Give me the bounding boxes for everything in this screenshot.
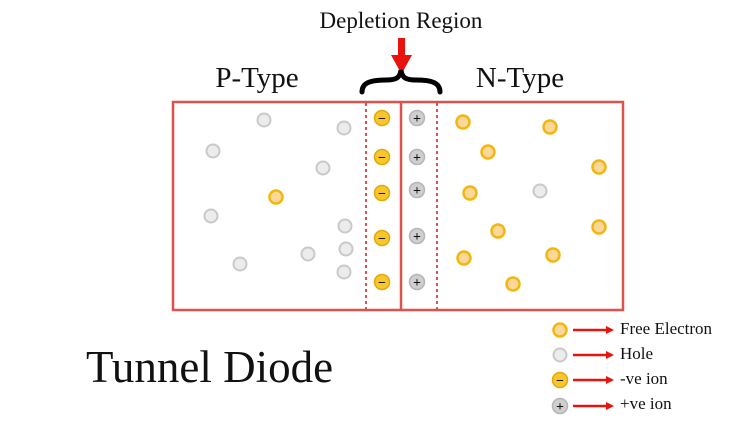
negative-ion: −	[373, 229, 391, 247]
depletion-brace	[359, 69, 443, 95]
svg-text:−: −	[378, 232, 386, 247]
legend-label: +ve ion	[620, 394, 672, 413]
depletion-region-label: Depletion Region	[320, 8, 483, 33]
positive-ion: +	[408, 181, 426, 199]
free-electron	[545, 247, 561, 263]
hole-icon	[552, 347, 568, 363]
svg-text:−: −	[378, 112, 386, 127]
hole	[205, 143, 221, 159]
hole	[337, 218, 353, 234]
legend-item-pos-ion: + +ve ion	[551, 394, 672, 415]
positive-ion-icon	[551, 397, 569, 415]
svg-text:−: −	[378, 276, 386, 291]
electron-icon	[552, 322, 568, 338]
legend-item-neg-ion: − -ve ion	[551, 369, 668, 389]
p-region	[203, 112, 354, 280]
hole	[315, 160, 331, 176]
legend-label: -ve ion	[620, 369, 668, 388]
legend: Free Electron Hole − -ve ion + +ve ion	[551, 319, 713, 415]
hole	[532, 183, 548, 199]
legend-label: Free Electron	[620, 319, 713, 338]
free-electron	[591, 219, 607, 235]
svg-text:+: +	[413, 112, 421, 127]
positive-ion: +	[408, 148, 426, 166]
svg-text:+: +	[413, 230, 421, 245]
svg-text:+: +	[413, 151, 421, 166]
hole	[232, 256, 248, 272]
semiconductor-block	[171, 100, 625, 312]
depletion-ions: − − − − − + + +	[373, 109, 426, 291]
negative-ion-icon	[551, 371, 569, 389]
free-electron	[505, 276, 521, 292]
positive-ion: +	[408, 109, 426, 127]
svg-text:−: −	[556, 374, 564, 389]
svg-text:−: −	[378, 187, 386, 202]
legend-item-hole: Hole	[552, 344, 653, 363]
negative-ion: −	[373, 273, 391, 291]
svg-text:+: +	[413, 276, 421, 291]
free-electron	[490, 223, 506, 239]
free-electron	[268, 189, 284, 205]
n-type-label: N-Type	[476, 62, 564, 94]
negative-ion: −	[373, 148, 391, 166]
free-electron	[542, 119, 558, 135]
depletion-arrow	[391, 38, 412, 74]
hole	[338, 241, 354, 257]
hole	[336, 264, 352, 280]
n-region	[455, 114, 607, 292]
legend-label: Hole	[620, 344, 653, 363]
free-electron	[591, 159, 607, 175]
hole	[336, 120, 352, 136]
free-electron	[456, 250, 472, 266]
free-electron	[462, 185, 478, 201]
positive-ion: +	[408, 273, 426, 291]
negative-ion: −	[373, 109, 391, 127]
free-electron	[455, 114, 471, 130]
free-electron	[480, 144, 496, 160]
svg-text:−: −	[378, 151, 386, 166]
hole	[203, 208, 219, 224]
hole	[300, 246, 316, 262]
diagram-title: Tunnel Diode	[86, 342, 333, 392]
svg-text:+: +	[556, 400, 564, 415]
svg-text:+: +	[413, 184, 421, 199]
negative-ion: −	[373, 184, 391, 202]
positive-ion: +	[408, 227, 426, 245]
hole	[256, 112, 272, 128]
p-type-label: P-Type	[215, 62, 298, 94]
legend-item-electron: Free Electron	[552, 319, 713, 338]
